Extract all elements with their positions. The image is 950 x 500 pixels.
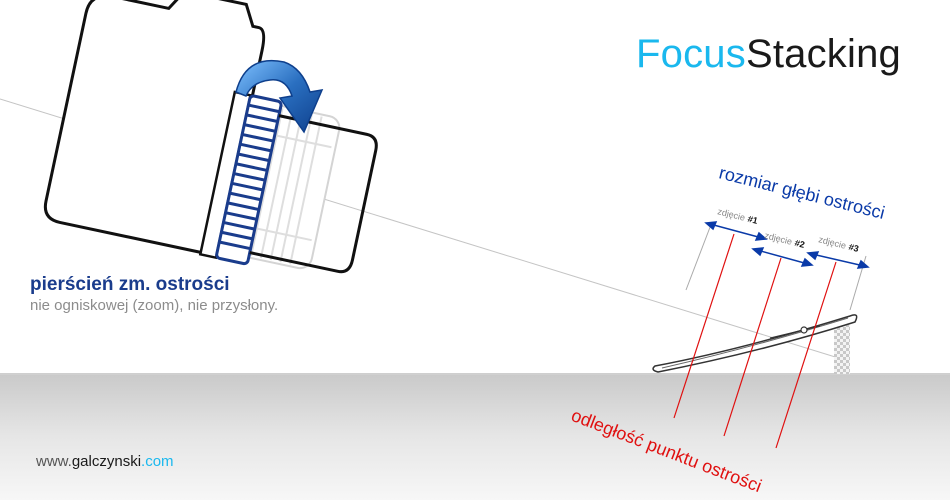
title-part-focus: Focus — [636, 32, 746, 76]
website-link[interactable]: www.galczynski.com — [36, 453, 174, 470]
leaf-object-icon — [652, 314, 858, 374]
shot-label-2: zdjęcie#2 — [764, 230, 806, 250]
website-suffix: .com — [141, 453, 174, 470]
focus-point-lines — [673, 233, 837, 449]
page-title: FocusStacking — [636, 32, 901, 77]
website-prefix: www. — [36, 453, 72, 470]
camera-outline-icon — [43, 0, 378, 274]
title-part-stacking: Stacking — [745, 32, 901, 76]
shot-label-1: zdjęcie#1 — [717, 206, 759, 226]
shot-label-3: zdjęcie#3 — [818, 234, 860, 254]
floor-area — [0, 373, 950, 500]
focus-ring-title: pierścień zm. ostrości — [30, 274, 230, 295]
website-name: galczynski — [71, 453, 142, 470]
focus-ring-subtitle: nie ogniskowej (zoom), nie przysłony. — [30, 297, 279, 314]
rotate-arrow-icon — [235, 59, 324, 134]
shot-dimension-arrows — [704, 221, 870, 269]
